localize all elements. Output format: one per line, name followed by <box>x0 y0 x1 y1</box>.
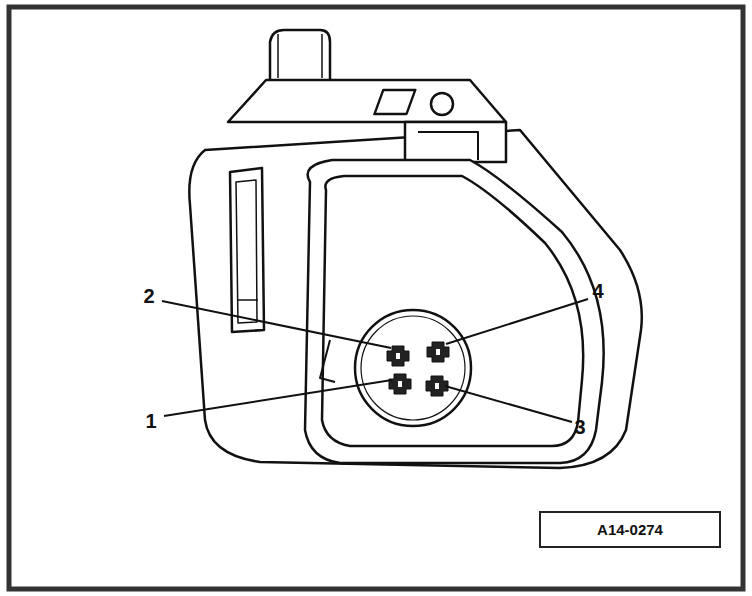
connector-housing <box>189 30 642 468</box>
figure-code: A14-0274 <box>597 521 663 539</box>
frame <box>9 7 743 589</box>
callout-number: 2 <box>143 286 154 306</box>
callout-number: 4 <box>592 281 603 301</box>
callout-number: 3 <box>574 417 585 437</box>
pin-contacts <box>387 342 449 396</box>
callout-number: 1 <box>145 411 156 431</box>
figure-code-box: A14-0274 <box>539 511 721 548</box>
leader-lines <box>162 299 588 422</box>
